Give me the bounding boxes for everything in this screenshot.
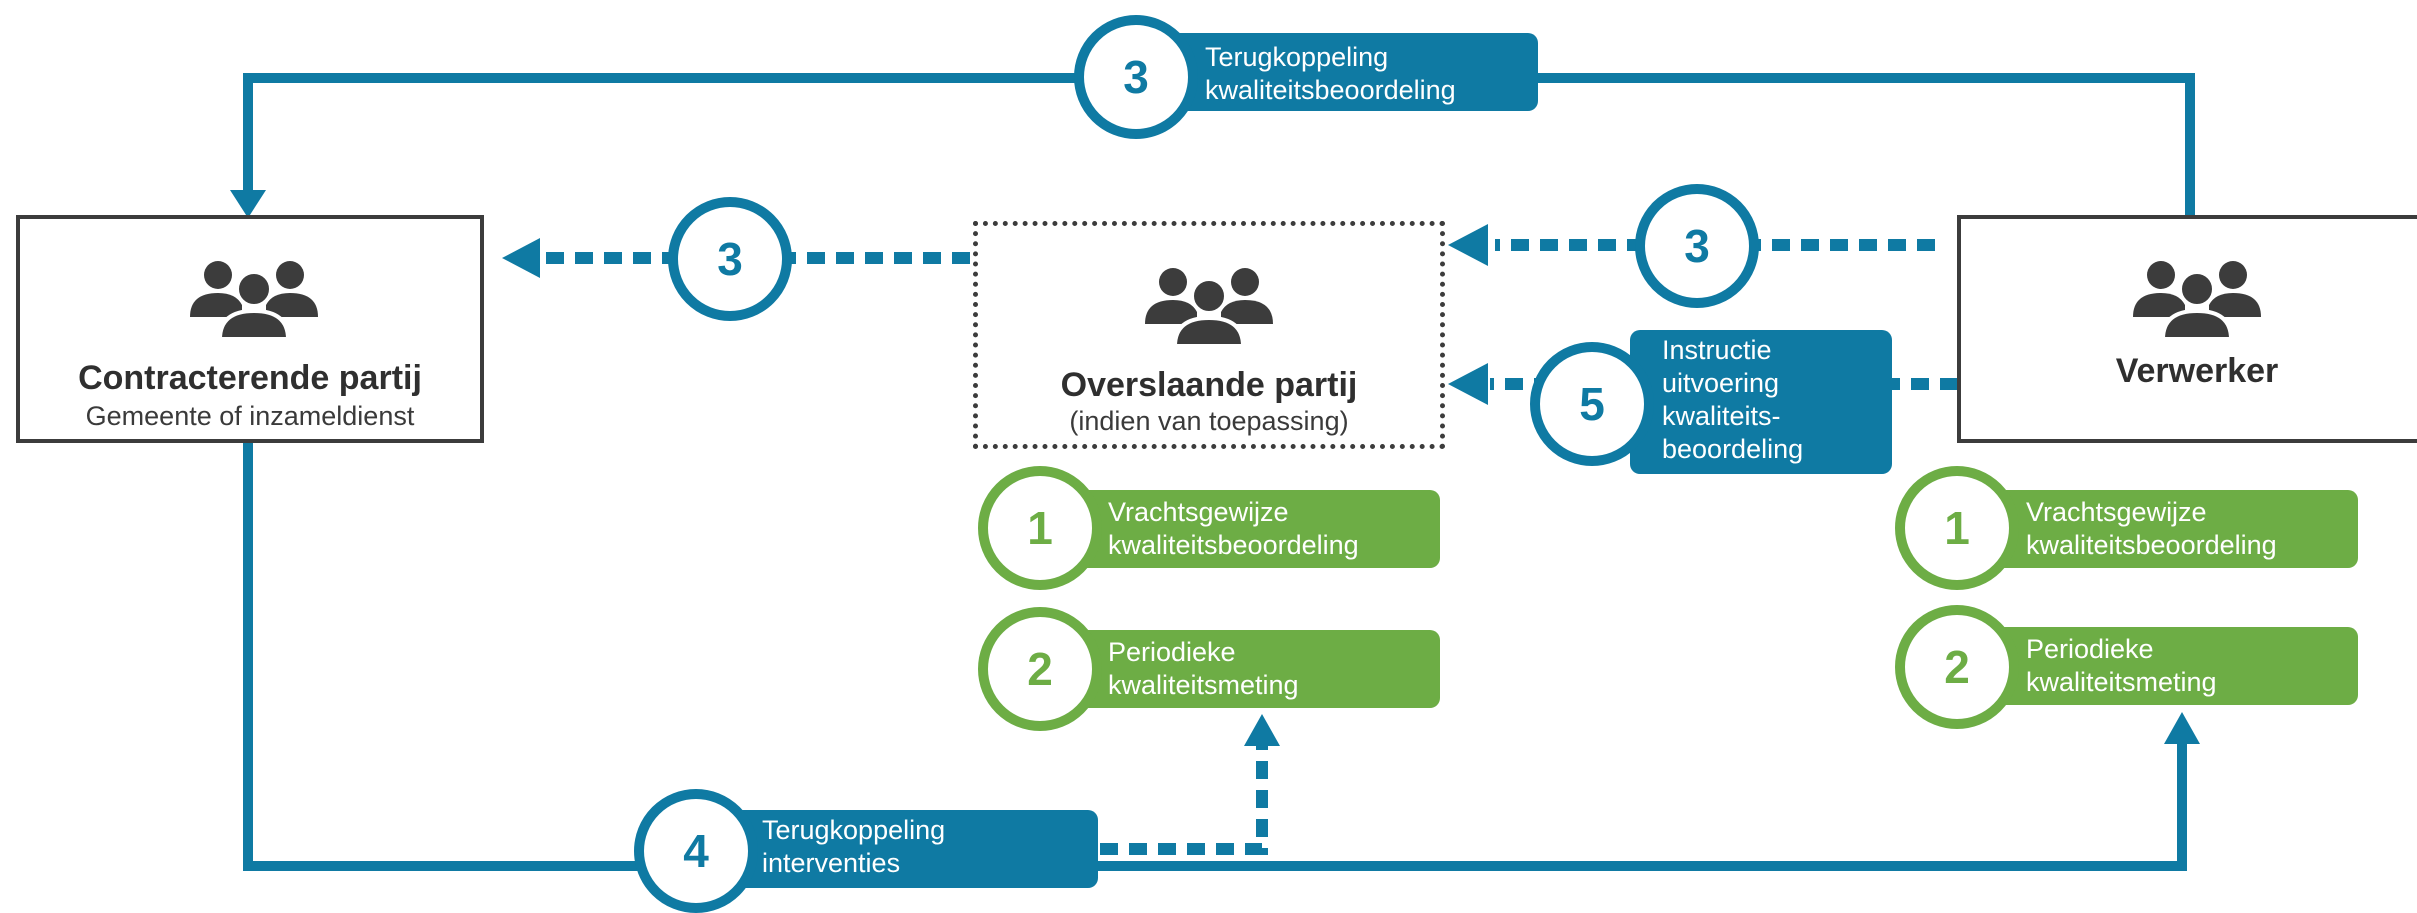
- tag-terugkoppeling-interventies: Terugkoppeling interventies: [702, 810, 1098, 888]
- tag-line: Periodieke: [1108, 637, 1236, 667]
- people-group-icon: [190, 261, 318, 339]
- tag-terugkoppeling-kwaliteit: Terugkoppeling kwaliteitsbeoordeling: [1130, 33, 1538, 111]
- arrowhead-contracterende-top: [230, 190, 266, 218]
- party-contracterende-title: Contracterende partij: [78, 359, 422, 397]
- step-number: 3: [1684, 220, 1710, 272]
- tag-line: interventies: [762, 848, 901, 878]
- tag-line: kwaliteitsbeoordeling: [1205, 75, 1456, 105]
- step-badge-3-mid-right: 3: [1635, 184, 1759, 308]
- step-number: 3: [1123, 51, 1149, 103]
- step-badge-1-overslag: 1: [978, 466, 1102, 590]
- tag-line: uitvoering: [1662, 368, 1780, 398]
- step-badge-5: 5: [1530, 342, 1654, 466]
- tag-line: kwaliteitsmeting: [2026, 667, 2217, 697]
- arrowhead-verwerker-periodiek: [2164, 712, 2200, 744]
- step-badge-2-verwerker: 2: [1895, 605, 2019, 729]
- tag-instructie: Instructie uitvoering kwaliteits- beoord…: [1630, 330, 1892, 474]
- tag-line: kwaliteitsbeoordeling: [1108, 530, 1359, 560]
- step-badge-3-top: 3: [1074, 15, 1198, 139]
- party-overslaande: Overslaande partij (indien van toepassin…: [973, 221, 1445, 449]
- tag-line: kwaliteitsmeting: [1108, 670, 1299, 700]
- party-verwerker-title: Verwerker: [2115, 352, 2279, 390]
- arrowhead-overslaande-upper: [1448, 224, 1488, 266]
- step-badge-1-verwerker: 1: [1895, 466, 2019, 590]
- connector-interventies-branch: [1100, 740, 1268, 855]
- party-contracterende: Contracterende partij Gemeente of inzame…: [16, 215, 484, 443]
- arrowhead-overslaande-lower: [1448, 363, 1488, 405]
- tag-overslag-periodieke: Periodieke kwaliteitsmeting: [1040, 630, 1440, 708]
- party-overslaande-title: Overslaande partij: [1060, 366, 1358, 404]
- tag-overslag-vrachtsgewijze: Vrachtsgewijze kwaliteitsbeoordeling: [1040, 490, 1440, 568]
- step-badge-4: 4: [634, 789, 758, 913]
- connector-interventies: [243, 440, 2187, 871]
- party-overslaande-subtitle: (indien van toepassing): [1069, 406, 1349, 436]
- tag-line: Instructie: [1662, 335, 1772, 365]
- tag-line: Vrachtsgewijze: [1108, 497, 1289, 527]
- step-number: 4: [683, 825, 709, 877]
- party-verwerker: Verwerker: [1957, 215, 2417, 443]
- step-number: 1: [1944, 502, 1970, 554]
- tag-verwerker-vrachtsgewijze: Vrachtsgewijze kwaliteitsbeoordeling: [1958, 490, 2358, 568]
- tag-verwerker-periodieke: Periodieke kwaliteitsmeting: [1958, 627, 2358, 705]
- party-contracterende-subtitle: Gemeente of inzameldienst: [85, 401, 415, 431]
- tag-line: Terugkoppeling: [762, 815, 946, 845]
- people-group-icon: [2133, 261, 2261, 339]
- arrowhead-contracterende-mid: [502, 238, 540, 278]
- step-number: 3: [717, 233, 743, 285]
- step-number: 1: [1027, 502, 1053, 554]
- arrowhead-overslaande-periodiek: [1244, 714, 1280, 746]
- step-number: 5: [1579, 378, 1605, 430]
- tag-line: Terugkoppeling: [1205, 42, 1389, 72]
- people-group-icon: [1145, 268, 1273, 346]
- tag-line: beoordeling: [1662, 434, 1804, 464]
- step-badge-2-overslag: 2: [978, 607, 1102, 731]
- tag-line: kwaliteitsbeoordeling: [2026, 530, 2277, 560]
- step-badge-3-mid-left: 3: [668, 197, 792, 321]
- tag-line: Vrachtsgewijze: [2026, 497, 2207, 527]
- tag-line: kwaliteits-: [1662, 401, 1781, 431]
- tag-line: Periodieke: [2026, 634, 2154, 664]
- step-number: 2: [1944, 641, 1970, 693]
- step-number: 2: [1027, 643, 1053, 695]
